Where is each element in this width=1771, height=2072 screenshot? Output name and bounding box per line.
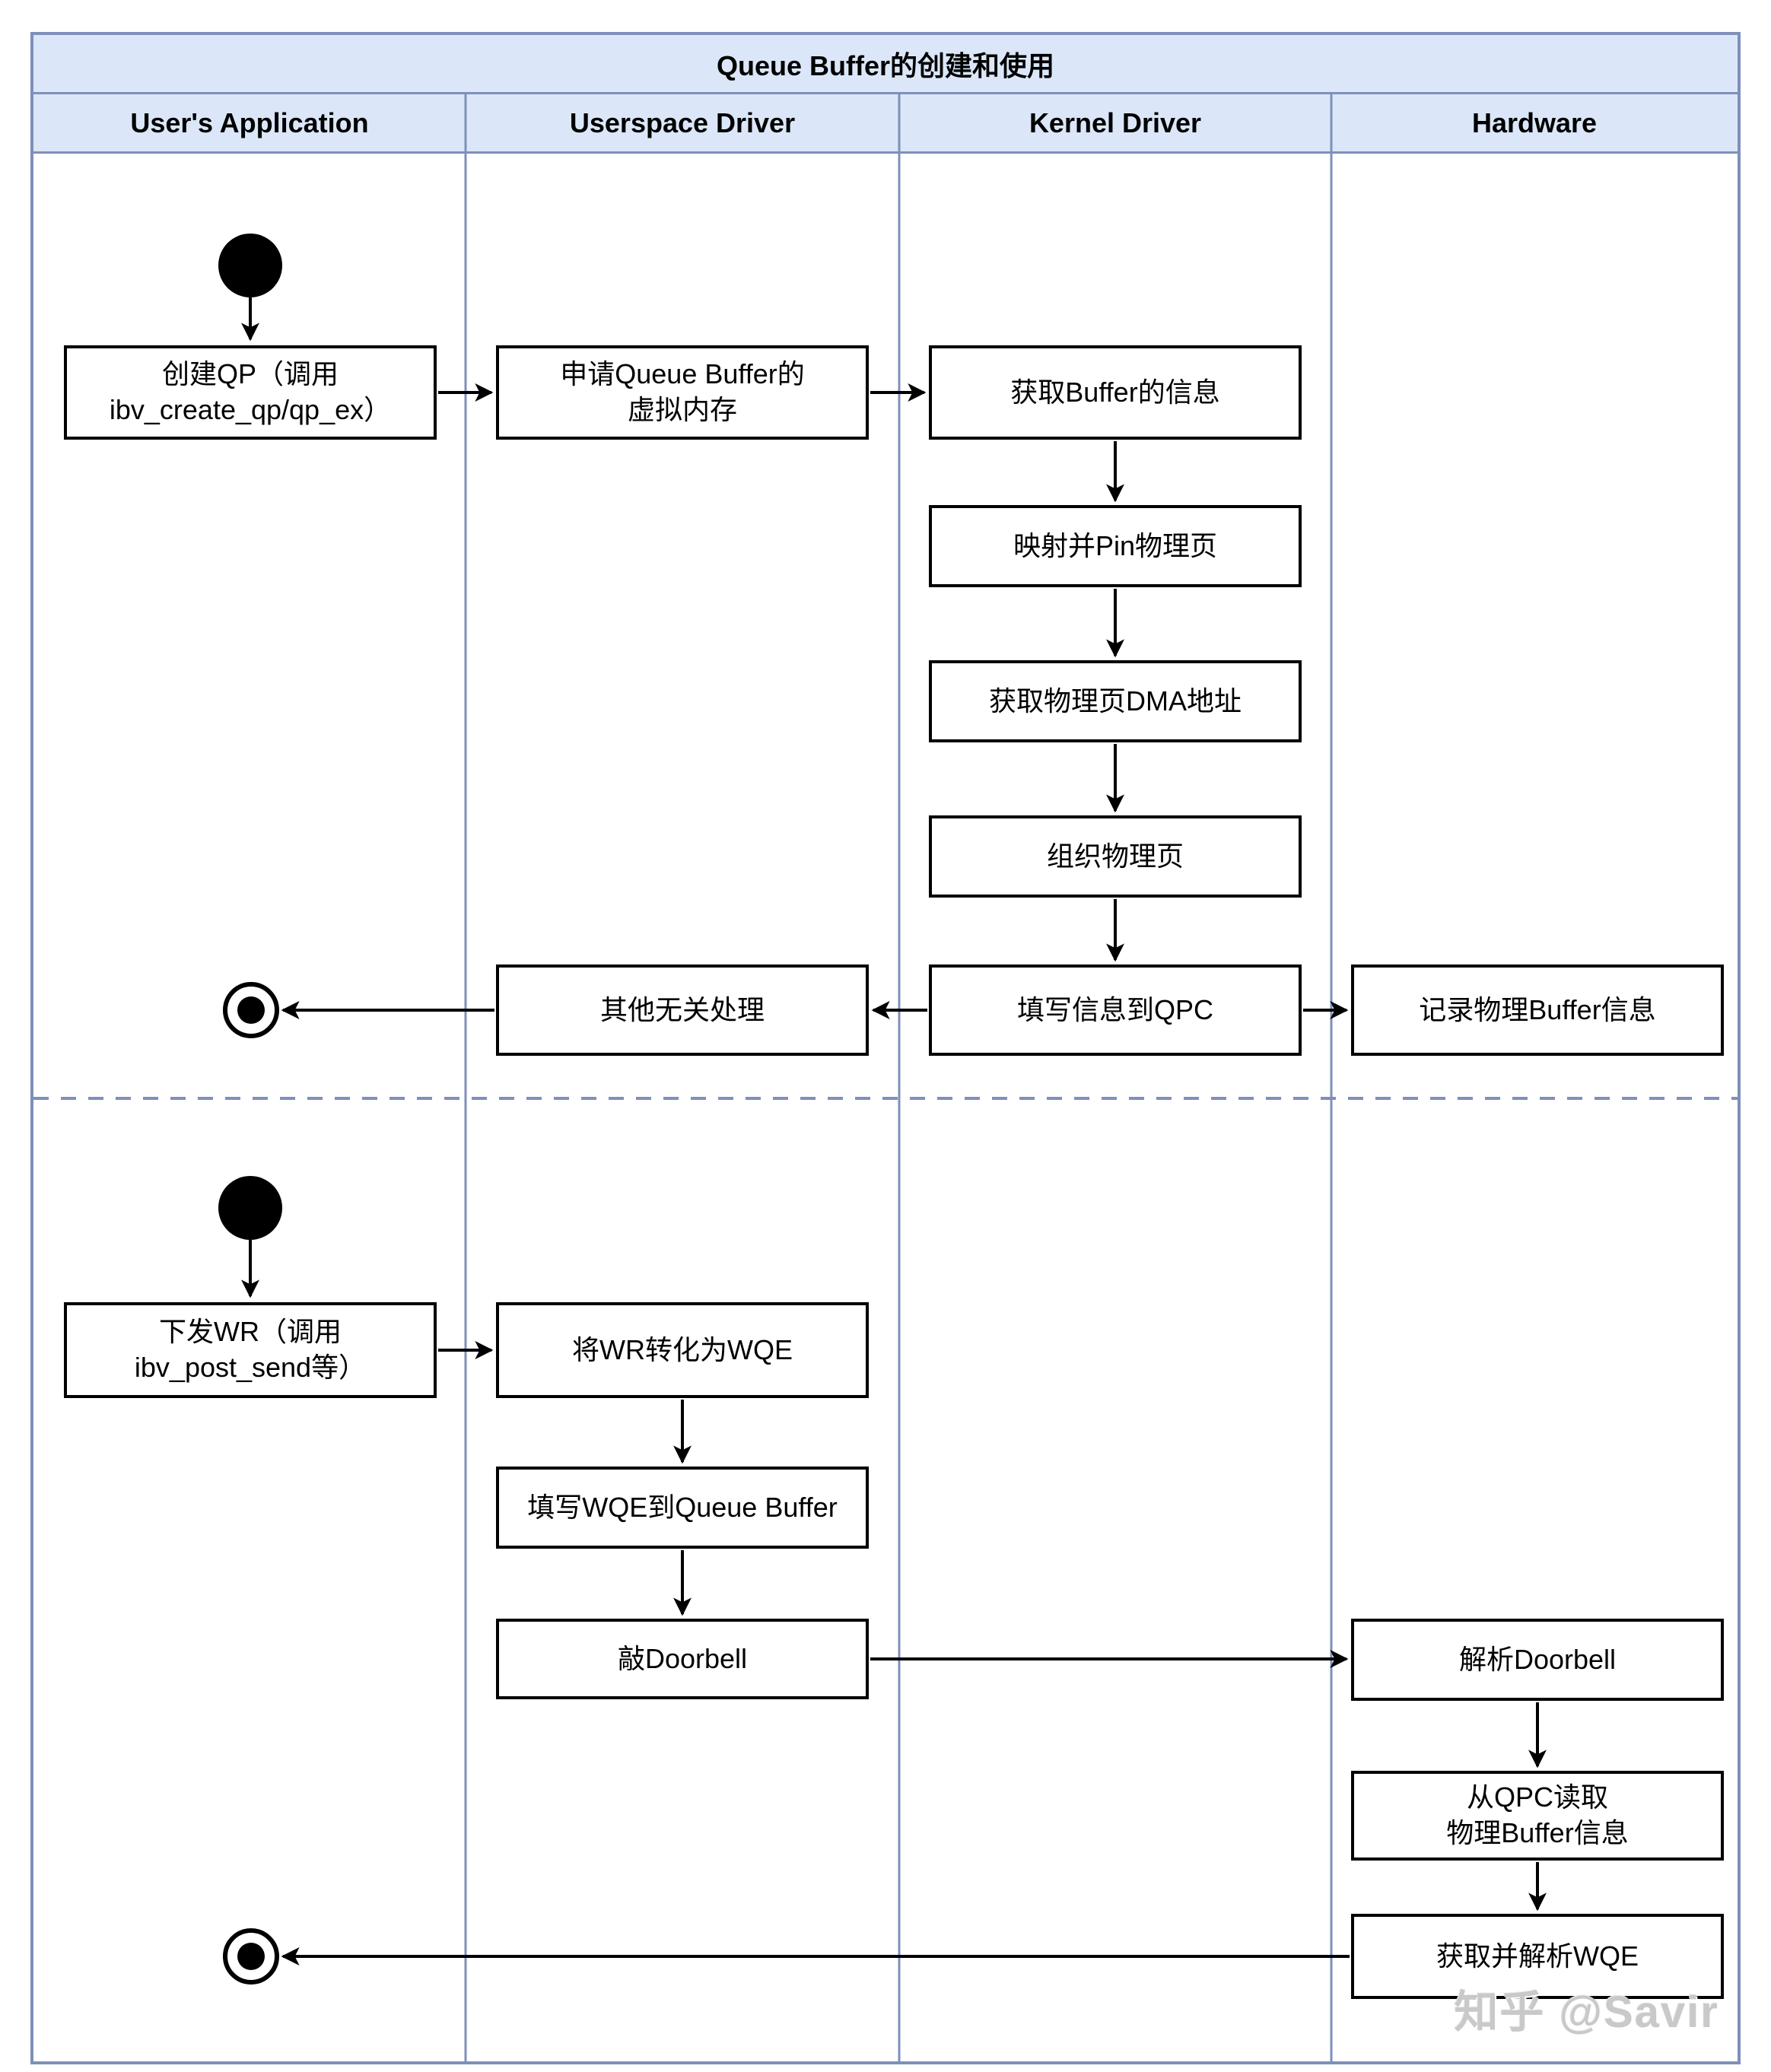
node-parse-doorbell: 解析Doorbell	[1351, 1619, 1724, 1701]
start-node-usage-icon	[218, 1176, 282, 1240]
node-ring-doorbell: 敲Doorbell	[496, 1619, 869, 1699]
lane-header-users-application: User's Application	[130, 106, 369, 138]
node-fetch-parse-wqe: 获取并解析WQE	[1351, 1914, 1724, 1999]
lane-header-kernel-driver: Kernel Driver	[1029, 106, 1202, 138]
lane-header-userspace-driver: Userspace Driver	[569, 106, 796, 138]
end-node-creation-icon	[223, 982, 279, 1038]
node-create-qp: 创建QP（调用 ibv_create_qp/qp_ex）	[64, 345, 437, 440]
swimlane-frame: Queue Buffer的创建和使用 User's Application Us…	[30, 32, 1741, 2064]
node-fill-wqe: 填写WQE到Queue Buffer	[496, 1467, 869, 1549]
lane-header-hardware: Hardware	[1471, 106, 1598, 138]
connectors-layer	[33, 94, 1738, 2061]
node-alloc-virtual-memory: 申请Queue Buffer的 虚拟内存	[496, 345, 869, 440]
node-get-dma-addr: 获取物理页DMA地址	[929, 660, 1302, 742]
watermark: 知乎 @Savir	[1454, 1988, 1719, 2037]
end-node-usage-icon	[223, 1928, 279, 1985]
node-get-buffer-info: 获取Buffer的信息	[929, 345, 1302, 440]
node-organize-pages: 组织物理页	[929, 815, 1302, 898]
node-wr-to-wqe: 将WR转化为WQE	[496, 1302, 869, 1398]
node-fill-qpc: 填写信息到QPC	[929, 964, 1302, 1056]
node-post-wr: 下发WR（调用 ibv_post_send等）	[64, 1302, 437, 1398]
node-map-pin-pages: 映射并Pin物理页	[929, 505, 1302, 587]
node-other-processing: 其他无关处理	[496, 964, 869, 1056]
node-read-qpc: 从QPC读取 物理Buffer信息	[1351, 1771, 1724, 1861]
start-node-creation-icon	[218, 234, 282, 297]
diagram-title: Queue Buffer的创建和使用	[33, 35, 1738, 94]
lane-header-row: User's Application Userspace Driver Kern…	[33, 94, 1738, 154]
node-record-buffer-info: 记录物理Buffer信息	[1351, 964, 1724, 1056]
